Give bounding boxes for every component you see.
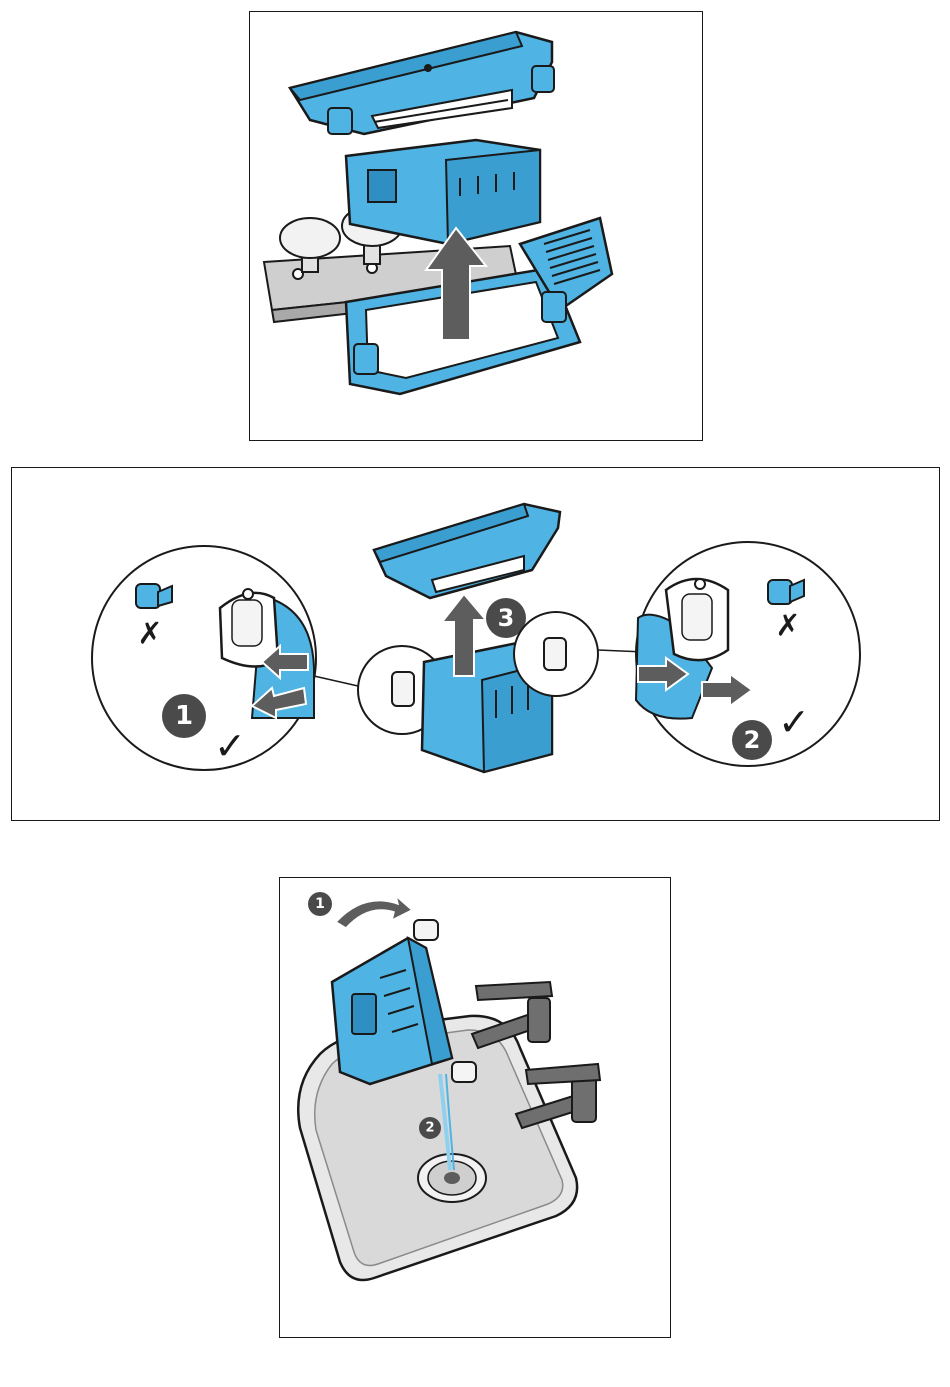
cross-icon: ✗ xyxy=(137,617,162,652)
left-detail-circle: ✗ 1 ✓ xyxy=(92,546,316,770)
filter-housing xyxy=(346,140,540,244)
step-badge-2: 2 xyxy=(419,1117,441,1139)
step-badge-1: 1 xyxy=(308,892,332,916)
lift-housing-illustration xyxy=(250,12,704,442)
wrong-latch xyxy=(136,584,172,608)
checkmark-icon: ✓ xyxy=(214,724,246,768)
checkmark-icon: ✓ xyxy=(778,700,810,744)
step-panel-empty-housing: 1 2 xyxy=(279,877,671,1338)
center-lid xyxy=(374,504,560,598)
drain xyxy=(418,1154,486,1202)
right-detail-circle: ✗ 2 ✓ xyxy=(636,542,860,766)
right-clip-small-circle xyxy=(514,612,598,696)
release-lid-illustration: ✗ 1 ✓ xyxy=(12,468,941,822)
svg-text:2: 2 xyxy=(744,726,761,754)
svg-text:1: 1 xyxy=(175,701,193,731)
cross-icon: ✗ xyxy=(775,609,800,644)
step-badge-1: 1 xyxy=(162,694,206,738)
step-panel-lift-housing xyxy=(249,11,703,441)
step-badge-2: 2 xyxy=(732,720,772,760)
svg-text:3: 3 xyxy=(498,604,515,632)
curved-arrow-icon xyxy=(336,896,412,928)
step-panel-release-lid: ✗ 1 ✓ xyxy=(11,467,940,821)
empty-housing-illustration: 1 2 xyxy=(280,878,672,1339)
housing-lid xyxy=(290,32,554,134)
svg-text:1: 1 xyxy=(315,896,325,912)
svg-text:2: 2 xyxy=(425,1121,434,1136)
